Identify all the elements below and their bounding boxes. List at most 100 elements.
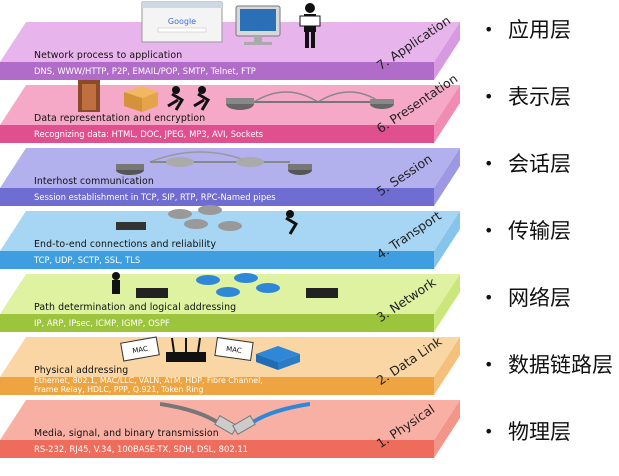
person-icon <box>112 272 120 294</box>
layer-title: Network process to application <box>34 50 183 61</box>
chinese-layer-name: •传输层 <box>484 215 571 245</box>
layer-protocols: Recognizing data: HTML, DOC, JPEG, MP3, … <box>34 129 263 139</box>
router-icon <box>116 222 146 230</box>
browser-logo: Google <box>168 17 196 26</box>
router-icon <box>216 287 240 297</box>
layer-side-face <box>434 148 460 206</box>
layer-top-face <box>0 400 460 440</box>
chinese-layer-name: • 物理层 <box>484 416 571 446</box>
layer-side-face <box>434 400 460 458</box>
router-icon <box>136 288 168 298</box>
router-icon <box>218 221 242 231</box>
data-link-artwork: MAC MAC <box>120 336 300 370</box>
protocol-line: TCP, UDP, SCTP, SSL, TLS <box>34 255 141 265</box>
mac-tag-icon: MAC <box>120 336 160 362</box>
chinese-layer-label: 数据链路层 <box>508 353 613 377</box>
computer-icon <box>235 5 281 45</box>
protocol-line: RS-232, RJ45, V.34, 100BASE-TX, SDH, DSL… <box>34 444 248 454</box>
bullet-icon: • <box>484 288 494 307</box>
layer-side-face <box>434 211 460 269</box>
router-icon <box>166 337 206 362</box>
physical-artwork <box>160 402 310 436</box>
layer-side-face <box>434 22 460 80</box>
router-icon <box>198 205 222 215</box>
network-cable-icon <box>160 402 238 436</box>
session-artwork <box>116 151 312 175</box>
layer-protocols: DNS, WWW/HTTP, P2P, EMAIL/POP, SMTP, Tel… <box>34 66 256 76</box>
layer-title: End-to-end connections and reliability <box>34 239 217 250</box>
layer-title: Interhost communication <box>34 176 154 187</box>
protocol-line: Recognizing data: HTML, DOC, JPEG, MP3, … <box>34 129 264 139</box>
protocol-line: Frame Relay, HDLC, PPP, Q.921, Token Rin… <box>34 385 204 394</box>
protocol-line: DNS, WWW/HTTP, P2P, EMAIL/POP, SMTP, Tel… <box>34 66 256 76</box>
layer-slab <box>0 400 460 458</box>
switch-icon <box>256 346 300 370</box>
router-icon <box>370 99 394 109</box>
bridge-icon <box>149 151 290 167</box>
chinese-layer-label: 传输层 <box>508 219 571 243</box>
bullet-icon: • <box>484 20 494 39</box>
person-icon <box>285 210 299 235</box>
transport-artwork <box>116 205 299 235</box>
layer-title: Path determination and logical addressin… <box>34 302 237 313</box>
layer-front-band <box>0 188 434 206</box>
network-artwork <box>112 272 338 298</box>
chinese-layer-name: • 表示层 <box>484 81 571 111</box>
application-artwork: Google <box>141 1 321 48</box>
layer-front-band <box>0 251 434 269</box>
layer-side-face <box>434 85 460 143</box>
svg-text:MAC: MAC <box>132 345 149 356</box>
layer-side-face <box>434 337 460 395</box>
layer-slab <box>0 148 460 206</box>
chinese-layer-name: •会话层 <box>484 148 571 178</box>
router-icon <box>288 164 312 175</box>
protocol-line: Ethernet, 802.1, MAC/LLC, VALN, ATM, HDP… <box>34 376 263 385</box>
layer-front-band <box>0 62 434 80</box>
bridge-icon <box>253 91 381 103</box>
person-icon <box>299 3 321 48</box>
layer-front-band <box>0 125 434 143</box>
router-icon <box>168 209 192 219</box>
chinese-layer-list: •应用层•表示层•会话层•传输层•网络层•数据链路层•物理层 <box>478 0 618 476</box>
person-icon <box>193 86 211 111</box>
layer-front-band <box>0 314 434 332</box>
door-icon <box>78 80 100 112</box>
layer-protocols: Ethernet, 802.1, MAC/LLC, VALN, ATM, HDP… <box>34 376 263 394</box>
bullet-icon: • <box>484 422 494 441</box>
layer-protocols: RS-232, RJ45, V.34, 100BASE-TX, SDH, DSL… <box>34 444 248 454</box>
protocol-line: IP, ARP, IPsec, ICMP, IGMP, OSPF <box>34 318 170 328</box>
layer-protocols: IP, ARP, IPsec, ICMP, IGMP, OSPF <box>34 318 170 328</box>
layer-side-face <box>434 274 460 332</box>
presentation-artwork <box>78 80 394 112</box>
bullet-icon: • <box>484 154 494 173</box>
layer-protocols: TCP, UDP, SCTP, SSL, TLS <box>34 255 140 265</box>
layer-top-face <box>0 22 460 62</box>
router-icon <box>256 283 280 293</box>
chinese-layer-name: •数据链路层 <box>484 349 613 379</box>
layer-front-band <box>0 377 434 395</box>
layer-title: Physical addressing <box>34 365 129 376</box>
router-icon <box>306 288 338 298</box>
router-icon <box>226 98 254 110</box>
layer-top-face <box>0 148 460 188</box>
router-icon <box>116 164 144 175</box>
network-cable-icon <box>232 402 310 436</box>
chinese-layer-label: 表示层 <box>508 85 571 109</box>
svg-text:MAC: MAC <box>226 345 243 355</box>
protocol-line: Session establishment in TCP, SIP, RTP, … <box>34 192 276 202</box>
bullet-icon: • <box>484 87 494 106</box>
router-icon <box>184 219 208 229</box>
layer-slab <box>0 22 460 80</box>
chinese-layer-label: 应用层 <box>508 18 571 42</box>
chinese-layer-name: •网络层 <box>484 282 571 312</box>
chinese-layer-label: 物理层 <box>508 420 571 444</box>
box-icon <box>124 86 158 112</box>
layer-protocols: Session establishment in TCP, SIP, RTP, … <box>34 192 276 202</box>
chinese-layer-name: • 应用层 <box>484 14 571 44</box>
router-icon <box>196 275 220 285</box>
person-icon <box>167 86 185 111</box>
mac-tag-icon: MAC <box>214 337 254 361</box>
